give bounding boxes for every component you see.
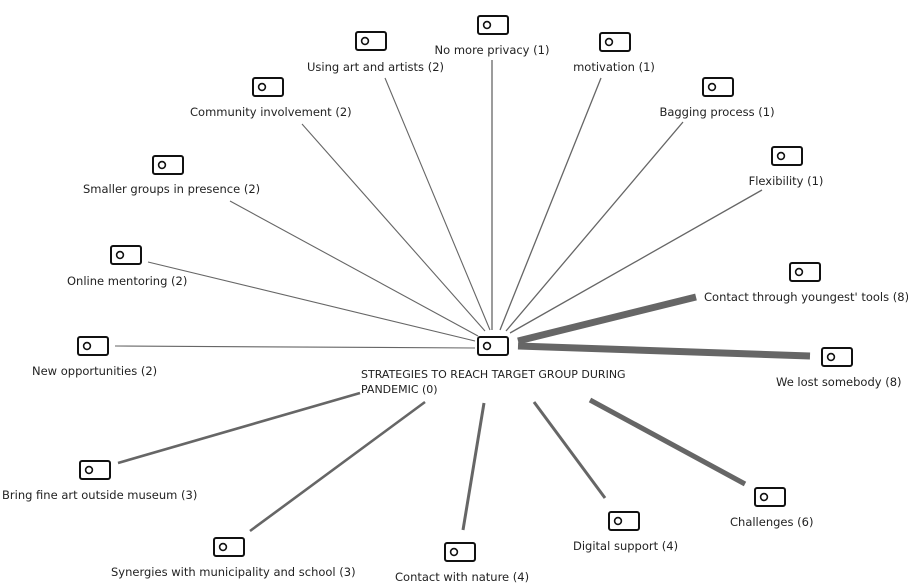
tag-icon (252, 77, 284, 97)
node-label-challenges: Challenges (6) (730, 515, 813, 529)
node-label-flexibility: Flexibility (1) (749, 174, 824, 188)
edge-bring-fine-art (117, 391, 361, 465)
node-label-community-involvement: Community involvement (2) (190, 105, 352, 119)
edge-synergies (249, 400, 426, 533)
tag-icon (444, 542, 476, 562)
edge-contact-through-youngest-tools (517, 293, 697, 345)
center-label-line-1: STRATEGIES TO REACH TARGET GROUP DURING (361, 368, 626, 381)
node-label-motivation: motivation (1) (573, 60, 655, 74)
tag-icon (789, 262, 821, 282)
node-online-mentoring[interactable]: Online mentoring (2) (67, 245, 187, 288)
node-label-contact-with-nature: Contact with nature (4) (395, 570, 529, 584)
edge-new-opportunities (114, 345, 476, 349)
tag-icon (355, 31, 387, 51)
tag-icon (702, 77, 734, 97)
node-bagging-process[interactable]: Bagging process (1) (659, 77, 775, 119)
edge-motivation (499, 77, 602, 331)
tag-icon (754, 487, 786, 507)
tag-icon (213, 537, 245, 557)
edges-layer (114, 60, 811, 533)
node-label-bring-fine-art: Bring fine art outside museum (3) (2, 488, 197, 502)
node-challenges[interactable]: Challenges (6) (730, 487, 813, 529)
edge-contact-with-nature (461, 402, 486, 531)
edge-challenges (588, 397, 747, 487)
node-label-digital-support: Digital support (4) (573, 539, 678, 553)
tag-icon (110, 245, 142, 265)
center-label-line-2: PANDEMIC (0) (361, 383, 438, 396)
edge-smaller-groups (229, 200, 479, 337)
edge-flexibility (509, 189, 763, 334)
node-label-no-more-privacy: No more privacy (1) (435, 43, 550, 57)
tag-icon (608, 511, 640, 531)
node-using-art[interactable]: Using art and artists (2) (307, 31, 444, 74)
node-digital-support[interactable]: Digital support (4) (573, 511, 678, 553)
tag-icon (79, 460, 111, 480)
tag-icon (771, 146, 803, 166)
node-contact-with-nature[interactable]: Contact with nature (4) (395, 542, 529, 584)
tag-icon (77, 336, 109, 356)
node-label-we-lost-somebody: We lost somebody (8) (776, 375, 902, 389)
node-label-online-mentoring: Online mentoring (2) (67, 274, 187, 288)
node-smaller-groups[interactable]: Smaller groups in presence (2) (83, 155, 260, 196)
tag-icon (477, 15, 509, 35)
node-bring-fine-art[interactable]: Bring fine art outside museum (3) (2, 460, 197, 502)
node-label-bagging-process: Bagging process (1) (659, 105, 774, 119)
node-label-synergies: Synergies with municipality and school (… (111, 565, 356, 579)
node-label-using-art: Using art and artists (2) (307, 60, 444, 74)
node-flexibility[interactable]: Flexibility (1) (749, 146, 824, 188)
tag-icon (477, 336, 509, 356)
tag-icon (821, 347, 853, 367)
node-synergies[interactable]: Synergies with municipality and school (… (111, 537, 356, 579)
node-we-lost-somebody[interactable]: We lost somebody (8) (776, 347, 902, 389)
node-label-smaller-groups: Smaller groups in presence (2) (83, 182, 260, 196)
edge-using-art (384, 77, 491, 331)
nodes-layer: No more privacy (1) motivation (1) Bagging… (2, 15, 908, 584)
edge-bagging-process (505, 121, 684, 332)
edge-digital-support (532, 401, 607, 499)
center-node[interactable]: STRATEGIES TO REACH TARGET GROUP DURING … (361, 336, 626, 396)
tag-icon (599, 32, 631, 52)
node-motivation[interactable]: motivation (1) (573, 32, 655, 74)
node-contact-through-youngest-tools[interactable]: Contact through youngest' tools (8) (704, 262, 908, 304)
edge-we-lost-somebody (517, 342, 811, 360)
node-label-new-opportunities: New opportunities (2) (32, 364, 157, 378)
edge-community-involvement (301, 123, 486, 332)
node-new-opportunities[interactable]: New opportunities (2) (32, 336, 157, 378)
tag-icon (152, 155, 184, 175)
node-community-involvement[interactable]: Community involvement (2) (190, 77, 352, 119)
edge-online-mentoring (147, 261, 476, 342)
node-label-contact-through-youngest-tools: Contact through youngest' tools (8) (704, 290, 908, 304)
node-no-more-privacy[interactable]: No more privacy (1) (435, 15, 550, 57)
